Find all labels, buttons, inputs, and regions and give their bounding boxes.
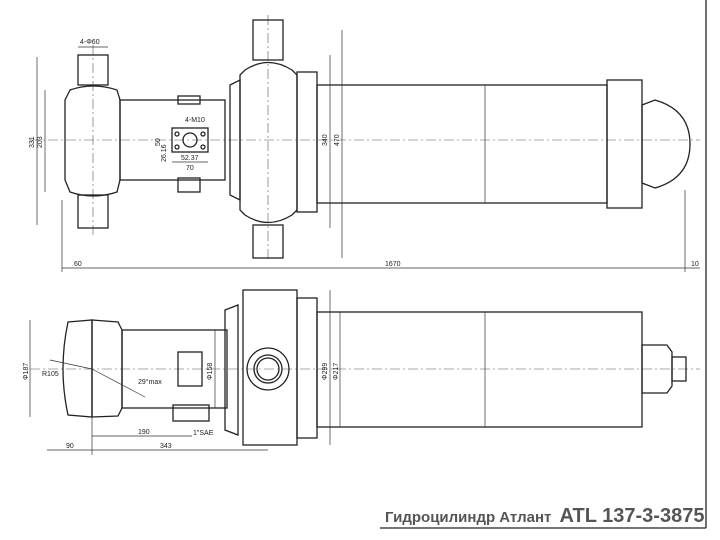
dim-60: 60: [74, 261, 82, 268]
flange-port: [182, 132, 198, 148]
rear-head: [91, 319, 123, 418]
trunnion-bore-inner: [253, 354, 283, 384]
dim-331: 331: [29, 136, 36, 148]
dim-343: 343: [160, 443, 172, 450]
trunnion-bore-inner: [256, 357, 280, 381]
dim-340: 340: [322, 134, 329, 146]
title-model: ATL 137-3-3875: [560, 505, 705, 527]
angle-line: [91, 368, 146, 398]
trunnion-pin: [252, 224, 284, 259]
dim-pin-dia: 4-Φ60: [80, 39, 100, 46]
trunnion-pin: [77, 194, 109, 229]
port-boss: [177, 95, 201, 105]
port-window: [177, 351, 203, 387]
top-view: 4-Φ60 331 203 4-M10 50 26.16 52.37 70 34…: [29, 15, 700, 272]
bolt-hole: [200, 144, 206, 150]
trunnion-pin: [252, 19, 284, 61]
dim-158: Φ158: [207, 363, 214, 380]
flange-plate: [171, 127, 209, 153]
cylinder-neck: [119, 99, 226, 181]
drawing-title: Гидроцилиндр Атлант ATL 137-3-3875: [385, 505, 704, 527]
dim-90: 90: [66, 443, 74, 450]
trunnion-bore: [246, 347, 290, 391]
rod-end: [671, 356, 687, 382]
dim-203: 203: [37, 136, 44, 148]
dim-bolts: 4-M10: [185, 117, 205, 124]
rod-eye: [641, 99, 691, 189]
side-view: Φ187 R105 29°max Φ158 1"SAE 190 90 343 Φ…: [23, 289, 700, 455]
dim-70: 70: [186, 165, 194, 172]
cylinder-barrel: [316, 311, 643, 428]
front-trunnion-ring: [239, 61, 298, 224]
dim-470: 470: [334, 134, 341, 146]
dim-angle: 29°max: [138, 378, 162, 386]
hex-nut: [641, 344, 673, 394]
trunnion-pin: [77, 54, 109, 86]
end-cap: [606, 79, 643, 209]
dim-299: Φ299: [322, 363, 329, 380]
dim-50: 50: [155, 138, 162, 146]
dim-port: 1"SAE: [193, 430, 214, 437]
seal-ring: [224, 304, 239, 436]
bolt-hole: [174, 131, 180, 137]
port-boss: [172, 404, 210, 422]
bolt-hole: [174, 144, 180, 150]
cylinder-barrel: [316, 84, 608, 204]
collar: [296, 71, 318, 213]
dim-1670: 1670: [385, 261, 401, 268]
port-boss: [177, 177, 201, 193]
dim-187: Φ187: [23, 363, 30, 380]
dim-217: Φ217: [333, 363, 340, 380]
dim-r105: R105: [42, 371, 59, 378]
rear-head: [62, 319, 93, 418]
cylinder-neck: [121, 329, 228, 409]
bolt-hole: [200, 131, 206, 137]
dim-10: 10: [691, 261, 699, 268]
collar: [296, 297, 318, 439]
radius-line: [49, 359, 93, 370]
dim-190: 190: [138, 429, 150, 436]
title-prefix: Гидроцилиндр Атлант: [385, 509, 551, 526]
dim-52-37: 52.37: [181, 155, 199, 162]
rear-trunnion: [64, 85, 121, 197]
dim-26-16: 26.16: [161, 144, 168, 162]
